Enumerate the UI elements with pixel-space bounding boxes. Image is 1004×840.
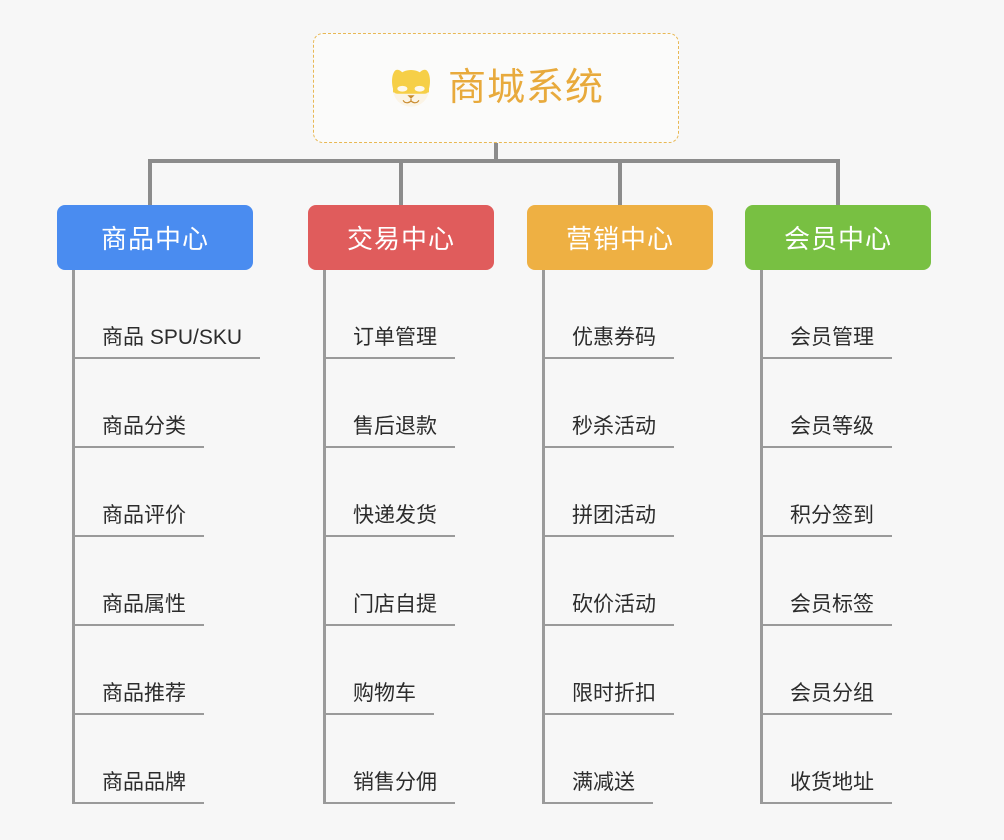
leaf-item[interactable]: 快递发货 (308, 448, 494, 537)
leaf-label: 会员等级 (760, 416, 892, 448)
branch-label: 商品中心 (100, 224, 209, 254)
leaf-item[interactable]: 销售分佣 (308, 715, 494, 804)
leaf-spine (72, 270, 75, 804)
leaf-item[interactable]: 收货地址 (745, 715, 931, 804)
leaf-item[interactable]: 秒杀活动 (527, 359, 713, 448)
leaf-item[interactable]: 商品属性 (57, 537, 253, 626)
leaf-item[interactable]: 拼团活动 (527, 448, 713, 537)
connector-drop-marketing-center (618, 159, 622, 206)
leaf-label: 限时折扣 (542, 683, 674, 715)
leaf-label: 快递发货 (323, 505, 455, 537)
leaf-item[interactable]: 限时折扣 (527, 626, 713, 715)
leaf-item[interactable]: 售后退款 (308, 359, 494, 448)
leaf-label: 砍价活动 (542, 594, 674, 626)
connector-bus (148, 159, 840, 163)
leaf-spine (323, 270, 326, 804)
leaf-label: 商品品牌 (72, 772, 204, 804)
shiba-dog-face-icon (388, 65, 434, 111)
connector-trunk (494, 143, 498, 162)
branch-label: 营销中心 (565, 224, 674, 254)
branch-product-center: 商品中心 商品 SPU/SKU 商品分类 商品评价 商品属性 商品推荐 商品品牌 (57, 205, 261, 804)
connector-drop-trade-center (399, 159, 403, 206)
connector-drop-member-center (836, 159, 840, 206)
leaf-item[interactable]: 商品推荐 (57, 626, 253, 715)
leaf-item[interactable]: 砍价活动 (527, 537, 713, 626)
leaf-spine (542, 270, 545, 804)
branch-header-trade-center[interactable]: 交易中心 (308, 205, 494, 270)
leaf-label: 会员标签 (760, 594, 892, 626)
leaf-list-marketing-center: 优惠券码 秒杀活动 拼团活动 砍价活动 限时折扣 满减送 (527, 270, 713, 804)
leaf-item[interactable]: 会员分组 (745, 626, 931, 715)
leaf-item[interactable]: 积分签到 (745, 448, 931, 537)
leaf-list-product-center: 商品 SPU/SKU 商品分类 商品评价 商品属性 商品推荐 商品品牌 (57, 270, 261, 804)
leaf-label: 商品分类 (72, 416, 204, 448)
leaf-item[interactable]: 优惠券码 (527, 270, 713, 359)
branch-header-member-center[interactable]: 会员中心 (745, 205, 931, 270)
leaf-item[interactable]: 会员等级 (745, 359, 931, 448)
leaf-item[interactable]: 会员标签 (745, 537, 931, 626)
leaf-item[interactable]: 商品品牌 (57, 715, 253, 804)
leaf-label: 商品属性 (72, 594, 204, 626)
branch-marketing-center: 营销中心 优惠券码 秒杀活动 拼团活动 砍价活动 限时折扣 满减送 (527, 205, 713, 804)
root-title: 商城系统 (447, 67, 604, 109)
branch-header-product-center[interactable]: 商品中心 (57, 205, 253, 270)
leaf-item[interactable]: 门店自提 (308, 537, 494, 626)
leaf-label: 收货地址 (760, 772, 892, 804)
leaf-label: 会员管理 (760, 327, 892, 359)
leaf-label: 满减送 (542, 772, 653, 804)
leaf-label: 拼团活动 (542, 505, 674, 537)
leaf-label: 商品 SPU/SKU (72, 327, 261, 359)
leaf-item[interactable]: 会员管理 (745, 270, 931, 359)
leaf-label: 订单管理 (323, 327, 455, 359)
branch-trade-center: 交易中心 订单管理 售后退款 快递发货 门店自提 购物车 销售分佣 (308, 205, 494, 804)
leaf-spine (760, 270, 763, 804)
branch-label: 会员中心 (783, 224, 892, 254)
leaf-label: 售后退款 (323, 416, 455, 448)
leaf-list-trade-center: 订单管理 售后退款 快递发货 门店自提 购物车 销售分佣 (308, 270, 494, 804)
root-node[interactable]: 商城系统 (313, 33, 679, 143)
branch-member-center: 会员中心 会员管理 会员等级 积分签到 会员标签 会员分组 收货地址 (745, 205, 931, 804)
leaf-label: 销售分佣 (323, 772, 455, 804)
leaf-item[interactable]: 商品 SPU/SKU (57, 270, 261, 359)
leaf-label: 商品推荐 (72, 683, 204, 715)
leaf-label: 优惠券码 (542, 327, 674, 359)
connector-drop-product-center (148, 159, 152, 206)
leaf-label: 购物车 (323, 683, 434, 715)
leaf-item[interactable]: 商品评价 (57, 448, 253, 537)
leaf-item[interactable]: 商品分类 (57, 359, 253, 448)
leaf-item[interactable]: 满减送 (527, 715, 713, 804)
leaf-list-member-center: 会员管理 会员等级 积分签到 会员标签 会员分组 收货地址 (745, 270, 931, 804)
branch-label: 交易中心 (346, 224, 455, 254)
leaf-label: 商品评价 (72, 505, 204, 537)
branch-header-marketing-center[interactable]: 营销中心 (527, 205, 713, 270)
leaf-label: 门店自提 (323, 594, 455, 626)
leaf-label: 积分签到 (760, 505, 892, 537)
leaf-label: 秒杀活动 (542, 416, 674, 448)
leaf-item[interactable]: 订单管理 (308, 270, 494, 359)
leaf-item[interactable]: 购物车 (308, 626, 494, 715)
leaf-label: 会员分组 (760, 683, 892, 715)
